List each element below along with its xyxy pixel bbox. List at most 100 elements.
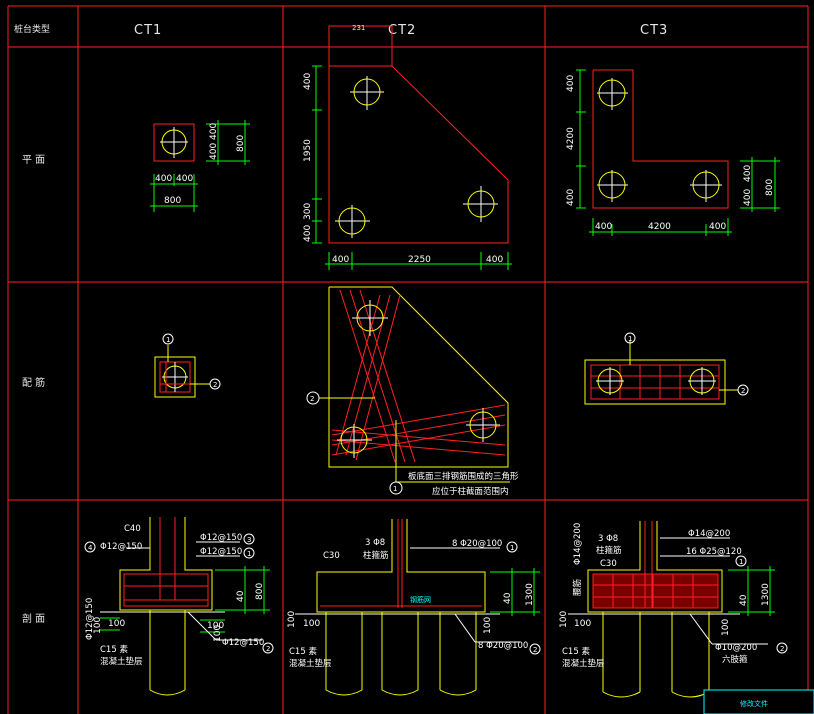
ct1-section[interactable]: C40 Φ12@150 Φ12@150 Φ12@150 Φ12@150 3 1 … — [84, 517, 274, 696]
bar-callout: Φ12@150 — [222, 638, 264, 648]
dim-text: 800 — [164, 196, 181, 206]
dim-text: 400 — [486, 255, 503, 265]
dim-text: 400 — [332, 255, 349, 265]
dim-text: 400 — [303, 73, 313, 90]
dim-text: 100 — [207, 621, 224, 631]
bar-tag: 2 — [213, 381, 217, 389]
dim-text: 800 — [255, 583, 265, 600]
dim-text: 100 — [93, 617, 103, 634]
dim-text: 4200 — [648, 222, 671, 232]
dim-text: 400 — [209, 143, 219, 160]
bar-callout: 柱箍筋 — [363, 550, 389, 561]
ct3-section[interactable]: 3 Φ8 柱箍筋 C30 Φ14@200 16 Φ25@120 Φ14@200 … — [559, 521, 788, 698]
dim-text: 400 — [743, 189, 753, 206]
row-label-section: 剖 面 — [22, 612, 45, 625]
pad-note: C15 素 — [289, 646, 317, 657]
design-note: 应位于柱截面范围内 — [432, 486, 509, 497]
dim-text: 400 — [209, 123, 219, 140]
dim-text: 2250 — [408, 255, 431, 265]
bar-tag: 3 — [247, 536, 251, 544]
row-label-reinforcement: 配 筋 — [22, 376, 45, 389]
pad-note: 混凝土垫层 — [100, 656, 143, 667]
ct3-plan[interactable]: 400 4200 400 400 400 800 400 4200 400 — [566, 69, 780, 236]
dim-text: 40 — [503, 592, 513, 604]
dim-text: 1300 — [525, 583, 535, 606]
pad-note: C15 素 — [100, 644, 128, 655]
pad-note: 混凝土垫层 — [562, 658, 605, 669]
bar-callout: 柱箍筋 — [596, 545, 622, 556]
dim-text: 231 — [352, 24, 365, 32]
dim-text: 1300 — [761, 583, 771, 606]
corner-label: 桩台类型 — [14, 23, 50, 35]
col-header-ct1: CT1 — [134, 23, 162, 38]
ct2-plan[interactable]: 231 400 1950 400 300 400 2250 400 — [303, 24, 512, 270]
dim-text: 100 — [303, 619, 320, 629]
bar-tag: 2 — [780, 645, 784, 653]
dim-text: 100 — [721, 619, 731, 636]
ct1-reinforcement[interactable]: 1 2 — [154, 333, 221, 398]
bar-tag: 2 — [310, 395, 314, 403]
ct2-reinforcement[interactable]: 2 1 板底面三排钢筋围成的三角形 应位于柱截面范围内 — [306, 286, 519, 497]
corner-tag-box[interactable]: 修改文件 — [703, 689, 814, 714]
ct2-section[interactable]: C30 3 Φ8 柱箍筋 8 Φ20@100 8 Φ20@100 钢筋网 1 2… — [287, 519, 541, 696]
dim-text: 400 — [566, 189, 576, 206]
corner-tag: 修改文件 — [740, 699, 768, 708]
dim-text: 800 — [236, 135, 246, 152]
bar-tag: 2 — [533, 646, 537, 654]
bar-callout: Φ12@150 — [100, 542, 142, 552]
col-header-ct2: CT2 — [388, 23, 416, 38]
dim-text: 800 — [765, 179, 775, 196]
bar-tag: 1 — [628, 335, 632, 343]
bar-callout: Φ12@150 — [85, 598, 95, 640]
concrete-grade: C40 — [124, 524, 141, 534]
ct1-plan[interactable]: 400 400 800 400 400 800 — [150, 120, 250, 212]
bar-callout: Φ12@150 — [200, 547, 242, 557]
dim-text: 400 — [595, 222, 612, 232]
dim-text: 40 — [236, 590, 246, 602]
bar-callout: 3 Φ8 — [598, 534, 618, 544]
dim-text: 400 — [709, 222, 726, 232]
pad-note: 混凝土垫层 — [289, 658, 332, 669]
dim-text: 300 — [303, 203, 313, 220]
bar-callout: 16 Φ25@120 — [686, 547, 742, 557]
bar-tag: 1 — [510, 544, 514, 552]
design-note: 板底面三排钢筋围成的三角形 — [408, 471, 519, 482]
bar-tag: 1 — [739, 558, 743, 566]
bar-callout: Φ14@200 — [573, 523, 583, 565]
bar-callout: Φ12@150 — [200, 533, 242, 543]
ct3-reinforcement[interactable]: 1 2 — [584, 332, 749, 405]
bar-tag: 2 — [741, 387, 745, 395]
row-label-plan: 平 面 — [22, 155, 45, 166]
pad-note: C15 素 — [562, 646, 590, 657]
dim-text: 400 — [743, 165, 753, 182]
bar-callout: 8 Φ20@100 — [452, 539, 502, 549]
bar-callout: 3 Φ8 — [365, 538, 385, 548]
bar-callout: 六肢箍 — [722, 654, 748, 665]
dim-text: 100 — [559, 611, 569, 628]
bar-tag: 2 — [266, 645, 270, 653]
dim-text: 400 — [155, 174, 172, 184]
bar-tag: 1 — [166, 336, 170, 344]
bar-callout: Φ14@200 — [688, 529, 730, 539]
dim-text: 100 — [213, 625, 223, 642]
dim-text: 100 — [108, 619, 125, 629]
dim-text: 400 — [566, 75, 576, 92]
bar-tag: 1 — [393, 485, 397, 493]
dim-text: 100 — [287, 611, 297, 628]
dim-text: 4200 — [566, 127, 576, 150]
bar-callout: 8 Φ20@100 — [478, 641, 528, 651]
dim-text: 1950 — [303, 139, 313, 162]
dim-text: 40 — [739, 594, 749, 606]
dim-text: 400 — [176, 174, 193, 184]
dim-text: 100 — [483, 617, 493, 634]
concrete-grade: C30 — [323, 551, 340, 561]
bar-callout: 钢筋网 — [410, 595, 431, 604]
table-grid — [7, 5, 809, 714]
dim-text: 100 — [574, 619, 591, 629]
bar-tag: 4 — [88, 544, 93, 552]
bar-tag: 1 — [247, 550, 251, 558]
concrete-grade: C30 — [600, 559, 617, 569]
bar-callout: Φ10@200 — [715, 643, 757, 653]
